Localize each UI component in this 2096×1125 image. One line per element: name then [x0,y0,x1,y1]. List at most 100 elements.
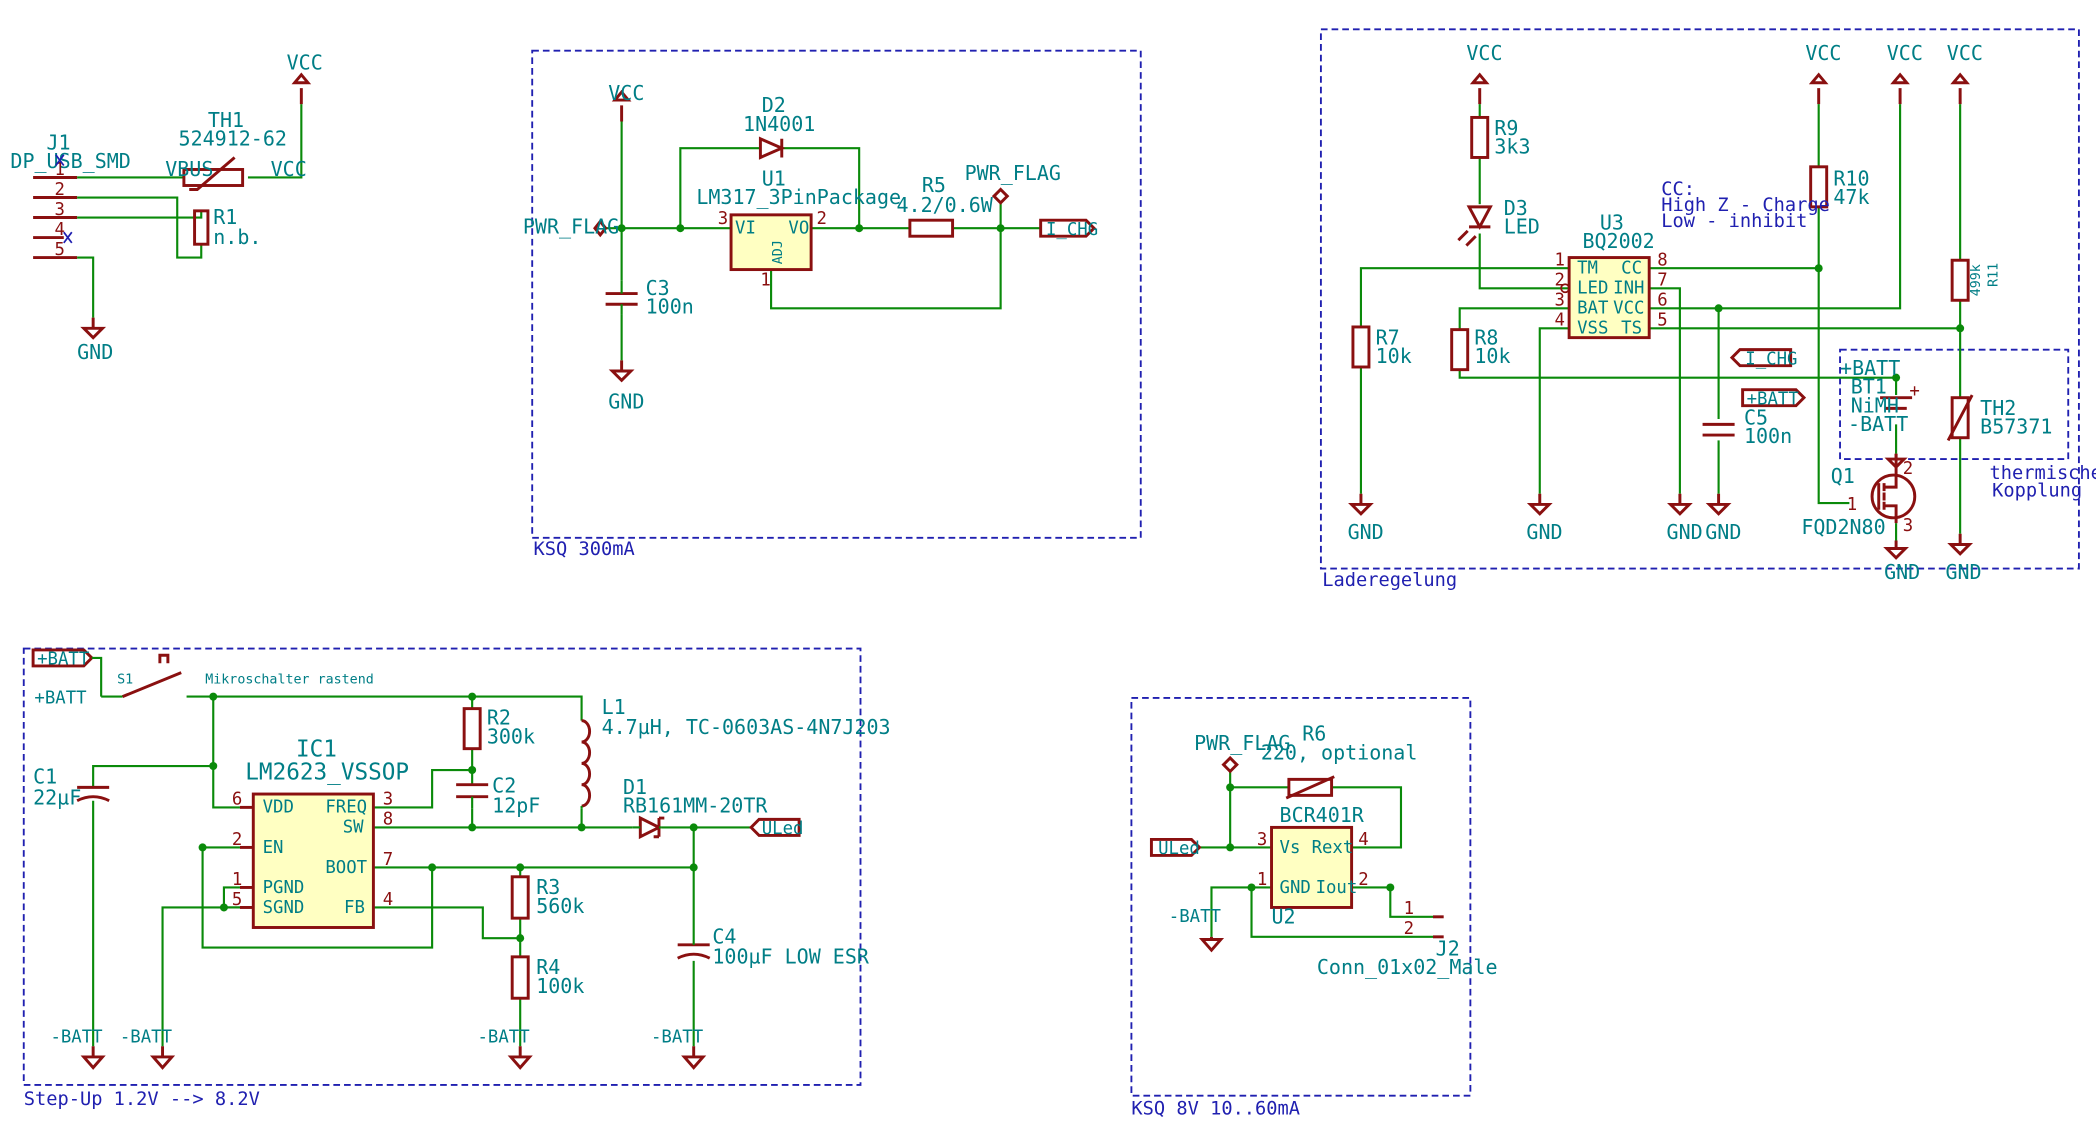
svg-text:560k: 560k [536,894,584,918]
frame-ksq8v [1130,697,1472,1097]
svg-text:R8: R8 [1474,325,1498,349]
svg-text:R7: R7 [1376,325,1400,349]
svg-text:VO: VO [788,219,809,239]
svg-text:GND: GND [1945,560,1981,584]
svg-text:SW: SW [343,818,364,838]
svg-text:L1: L1 [602,695,626,719]
svg-text:1: 1 [760,271,770,291]
minus-batt-symbols: -BATT -BATT -BATT -BATT [50,1027,707,1070]
frame-stepup [22,647,862,1086]
svg-text:Vs: Vs [1280,838,1301,858]
svg-text:B57371: B57371 [1980,415,2052,439]
svg-text:U2: U2 [1272,904,1296,928]
svg-text:3: 3 [54,200,64,220]
svg-text:6: 6 [232,790,242,810]
svg-text:PWR_FLAG: PWR_FLAG [1194,731,1290,755]
resistor-r5: R5 4.2/0.6W [897,173,994,238]
svg-text:100k: 100k [536,974,584,998]
svg-text:3k3: 3k3 [1494,134,1530,158]
thermistor-th2: TH2 B57371 [1946,394,2052,442]
svg-text:VCC: VCC [1805,41,1841,65]
svg-text:4.7µH, TC-0603AS-4N7J203: 4.7µH, TC-0603AS-4N7J203 [602,715,891,739]
svg-text:8: 8 [383,810,393,830]
resistor-r11: 499k R11 [1950,258,2002,302]
svg-text:VI: VI [735,219,756,239]
svg-text:GND: GND [1348,520,1384,544]
svg-text:R9: R9 [1494,116,1518,140]
svg-text:4: 4 [1358,830,1368,850]
svg-text:U1: U1 [762,166,786,190]
svg-text:C4: C4 [712,925,736,949]
svg-text:VDD: VDD [263,798,294,818]
svg-text:R5: R5 [922,173,946,197]
capacitor-c3: C3 100n [605,276,694,319]
svg-text:-BATT: -BATT [1848,412,1908,436]
svg-text:ADJ: ADJ [771,240,786,264]
svg-text:3: 3 [1257,830,1267,850]
section-laderegelung: VCC VCC VCC VCC [1348,41,2096,584]
section-usb-input: J1 DP_USB_SMD 1 2 3 4 5 TH1 524912-62 [10,50,322,364]
capacitor-c2: C2 12pF [456,774,540,818]
svg-text:VSS: VSS [1577,319,1608,339]
frame-laderegelung-title: Laderegelung [1322,570,1457,591]
thermistor-th1: TH1 524912-62 VBUS VCC [165,108,307,191]
svg-text:Conn_01x02_Male: Conn_01x02_Male [1317,955,1498,979]
frames: KSQ 300mA Laderegelung Step-Up 1.2V --> … [22,28,2080,1119]
svg-text:-BATT: -BATT [651,1027,704,1047]
svg-text:R6: R6 [1302,722,1326,746]
svg-text:PGND: PGND [263,878,305,898]
svg-text:R11: R11 [1987,263,2002,287]
connector-j2: 1 2 J2 Conn_01x02_Male [1317,899,1498,979]
mosfet-q1: Q1 FQD2N80 1 2 3 [1801,453,1917,539]
svg-text:4: 4 [383,890,393,910]
section-ksq8v: PWR_FLAG ULed R6 220, optional Vs Rext G… [1149,722,1498,979]
svg-text:3: 3 [1554,291,1564,311]
svg-text:4: 4 [54,220,64,240]
svg-text:100n: 100n [646,295,694,319]
capacitor-c5: C5 100n [1702,405,1792,448]
svg-text:VCC: VCC [1613,299,1644,319]
svg-text:3: 3 [1903,516,1913,536]
svg-text:2: 2 [1554,271,1564,291]
svg-text:R2: R2 [487,706,511,730]
section-ksq300: VCC PWR_FLAG PWR_FLAG I_CHG D2 1N4001 VI… [523,81,1098,413]
svg-text:3: 3 [383,790,393,810]
frame-ksq300-title: KSQ 300mA [534,539,635,560]
svg-text:1: 1 [1554,251,1564,271]
svg-text:4: 4 [1554,311,1564,331]
resistor-r8: R8 10k [1450,325,1511,372]
svg-text:3: 3 [718,209,728,229]
svg-text:FQD2N80: FQD2N80 [1801,515,1885,539]
svg-text:BQ2002: BQ2002 [1582,229,1654,253]
svg-text:GND: GND [1526,520,1562,544]
resistor-r9: R9 3k3 [1470,116,1531,159]
svg-text:ULed: ULed [1158,839,1200,859]
svg-text:IC1: IC1 [296,737,337,763]
svg-text:10k: 10k [1376,344,1412,368]
capacitor-c4: C4 100µF LOW ESR [677,925,870,969]
svg-text:CC: CC [1621,259,1642,279]
no-connect-icon [63,231,73,244]
svg-text:-BATT: -BATT [50,1027,103,1047]
svg-text:1: 1 [1404,899,1414,919]
svg-text:FREQ: FREQ [325,798,367,818]
svg-text:ULed: ULed [762,819,804,839]
r1-ref: R1 [213,205,237,229]
svg-text:5: 5 [1657,311,1667,331]
svg-text:100µF LOW ESR: 100µF LOW ESR [712,945,869,969]
capacitor-c1: C1 22µF [33,764,110,810]
svg-text:LM2623_VSSOP: LM2623_VSSOP [245,759,409,785]
svg-text:+BATT: +BATT [1747,389,1800,409]
svg-text:SGND: SGND [263,898,305,918]
svg-text:+BATT: +BATT [34,688,87,708]
svg-text:12pF: 12pF [492,794,540,818]
frame-laderegelung [1319,28,2080,570]
resistor-r6: R6 220, optional [1261,722,1417,800]
inductor-l1: L1 4.7µH, TC-0603AS-4N7J203 [580,695,891,809]
th1-ref: TH1 [208,108,244,132]
j1-ref: J1 [46,130,70,154]
svg-text:LM317_3PinPackage: LM317_3PinPackage [696,185,901,209]
svg-text:TM: TM [1577,259,1598,279]
svg-text:2: 2 [1903,459,1913,479]
